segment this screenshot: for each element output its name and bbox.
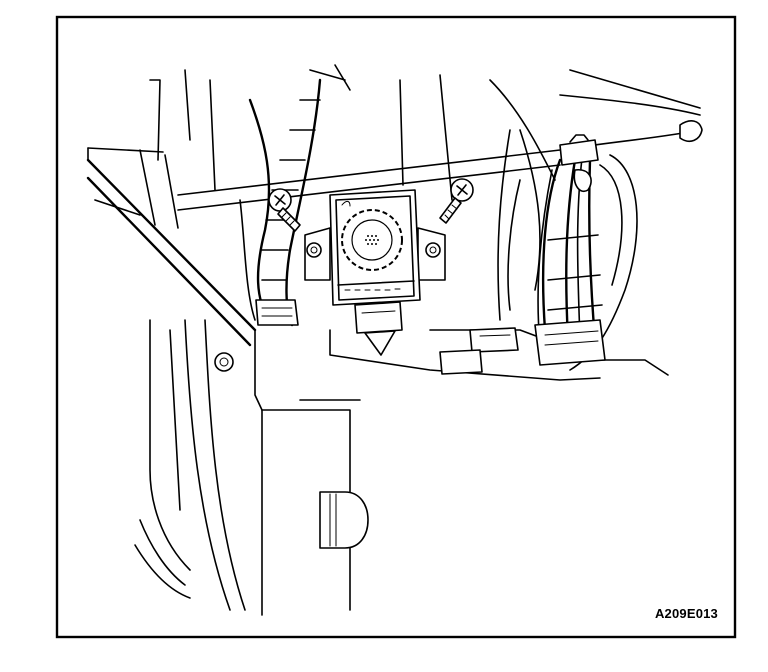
right-wiring-harness [439, 129, 638, 375]
panel-bolt [214, 352, 234, 372]
dashboard-panel [86, 158, 257, 611]
figure-code-label: A209E013 [654, 606, 718, 621]
lower-cover [254, 329, 369, 616]
control-module [329, 189, 421, 356]
crossbar-cable [177, 120, 703, 211]
left-wiring-harness [239, 64, 351, 327]
mounting-screw-right [439, 178, 474, 224]
module-bracket [304, 227, 446, 281]
mounting-screw-left [268, 188, 301, 232]
